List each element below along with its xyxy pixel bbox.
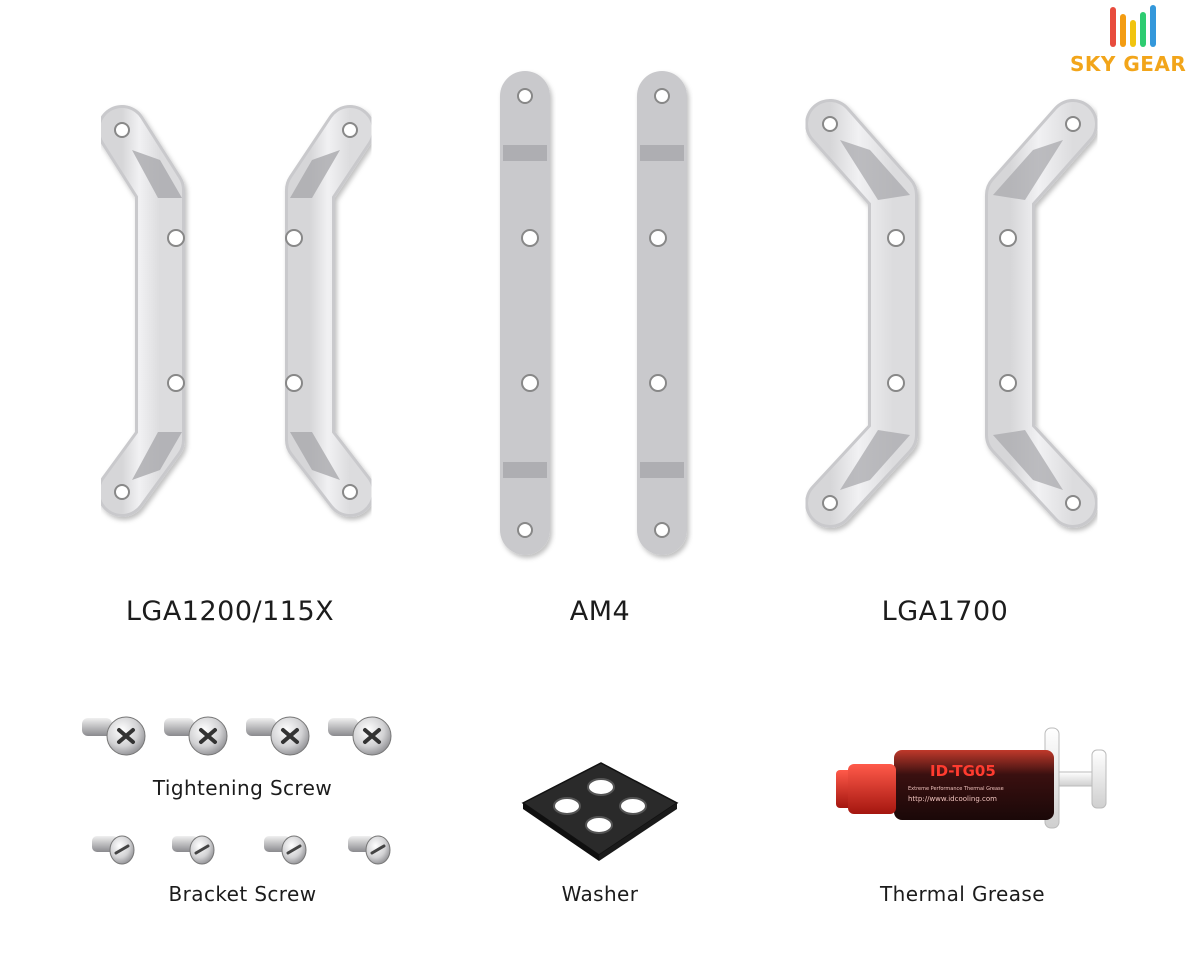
washer-illustration	[521, 762, 679, 861]
lga1700-label: LGA1700	[881, 596, 1009, 627]
bracket-screw-1	[92, 835, 135, 865]
brand-logo: SKY GEAR	[1068, 0, 1200, 80]
tightening-screws-illustration	[82, 716, 392, 756]
tightening-screw-3	[246, 716, 310, 756]
logo-text: SKY GEAR	[1070, 52, 1187, 76]
bracket-screws-illustration	[92, 835, 391, 865]
tightening-screw-4	[328, 716, 392, 756]
lga1200-bracket-left	[97, 105, 185, 517]
lga1700-bracket-left	[805, 99, 918, 528]
thermal-grease-label: Thermal Grease	[880, 882, 1045, 906]
mounting-brackets-illustration	[97, 71, 1098, 555]
grease-tube-subtitle: Extreme Performance Thermal Grease	[908, 786, 1004, 792]
am4-label: AM4	[569, 596, 631, 627]
washer-label: Washer	[561, 882, 639, 906]
syringe-icon	[836, 727, 1107, 829]
bracket-screw-2	[172, 835, 215, 865]
am4-bracket-left	[500, 71, 550, 555]
bracket-screw-label: Bracket Screw	[168, 882, 317, 906]
logo-bars-icon	[1110, 5, 1156, 47]
lga1200-bracket-right	[285, 105, 375, 517]
am4-bracket-right	[637, 71, 687, 555]
bracket-screw-4	[348, 835, 391, 865]
lga1200-label: LGA1200/115X	[125, 596, 335, 627]
thermal-grease-syringe: ID-TG05 Extreme Performance Thermal Grea…	[830, 720, 1120, 840]
grease-tube-title: ID-TG05	[930, 762, 996, 780]
bracket-screw-3	[264, 835, 307, 865]
lga1700-bracket-right	[985, 99, 1098, 528]
tightening-screw-label: Tightening Screw	[152, 776, 333, 800]
tightening-screw-2	[164, 716, 228, 756]
tightening-screw-1	[82, 716, 146, 756]
grease-tube-url: http://www.idcooling.com	[908, 795, 997, 803]
